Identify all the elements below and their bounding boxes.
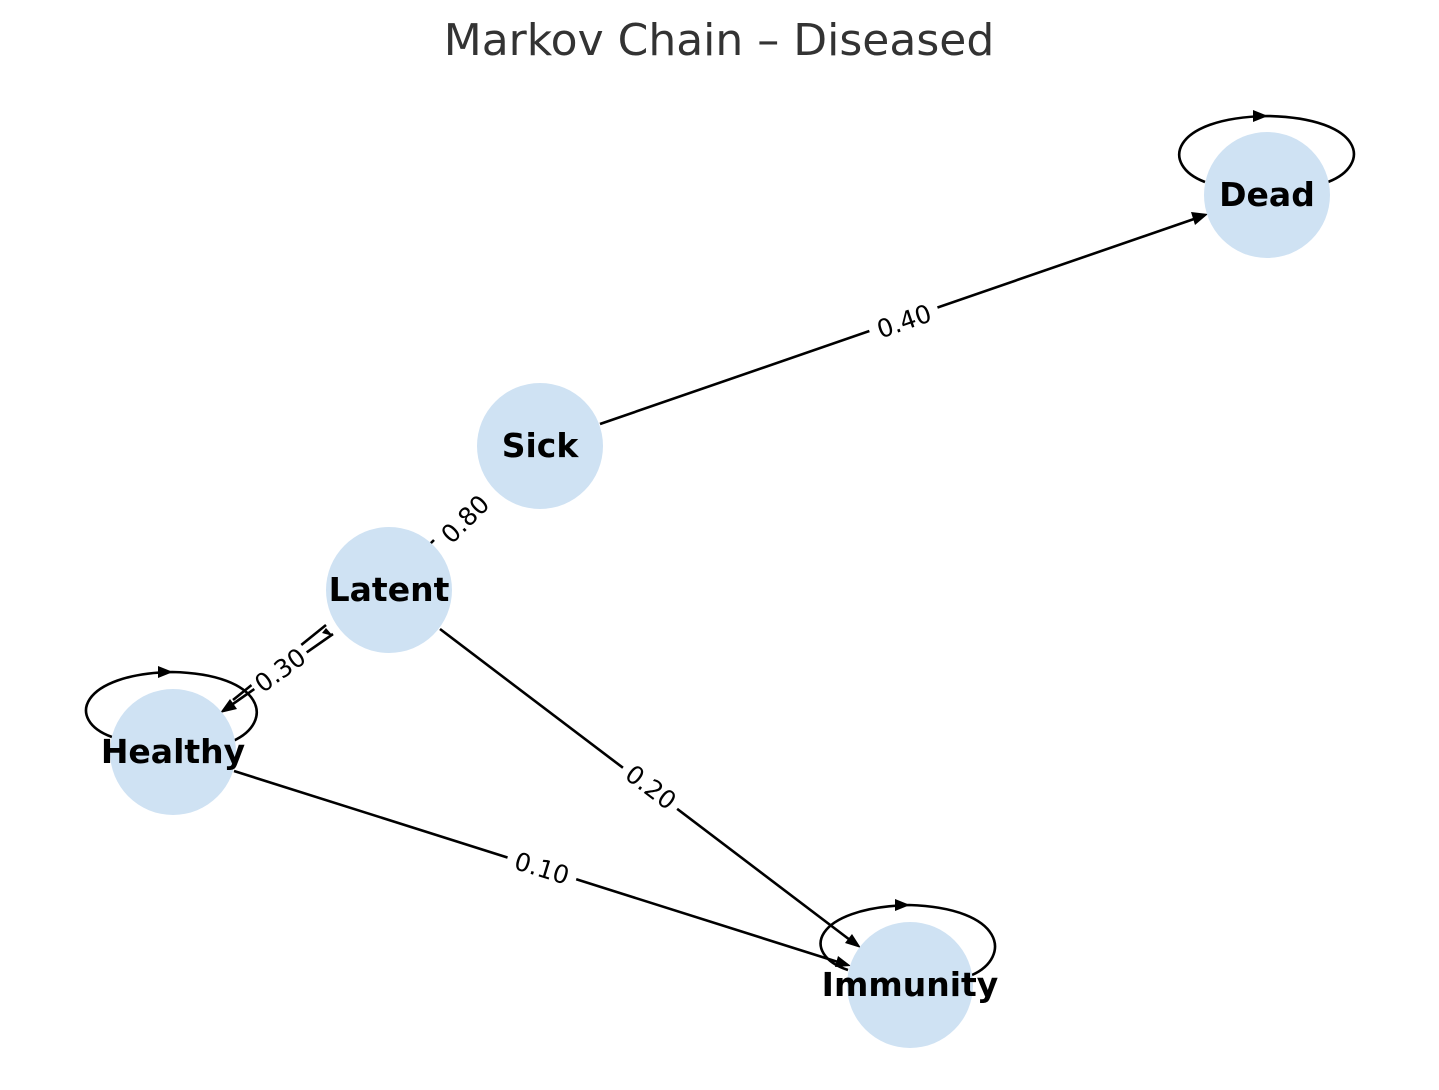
- diagram-title: Markov Chain – Diseased: [444, 15, 995, 66]
- node-sick-circle: [477, 383, 603, 509]
- edge-immunity-self-loop: [819, 899, 997, 977]
- node-healthy-label: Healthy: [101, 732, 245, 771]
- node-immunity-label: Immunity: [822, 965, 999, 1004]
- node-latent-circle: [326, 527, 452, 653]
- node-sick-label: Sick: [502, 426, 580, 465]
- node-immunity: Immunity: [822, 922, 999, 1048]
- edge-healthy-self-loop: [84, 666, 258, 743]
- node-healthy-circle: [110, 689, 236, 815]
- node-latent-label: Latent: [329, 570, 450, 609]
- node-latent: Latent: [326, 527, 452, 653]
- node-immunity-circle: [847, 922, 973, 1048]
- node-healthy: Healthy: [101, 689, 245, 815]
- edge-dead-self-loop: [1177, 110, 1356, 184]
- node-sick: Sick: [477, 383, 603, 509]
- node-dead: Dead: [1204, 132, 1330, 258]
- node-dead-label: Dead: [1219, 175, 1315, 214]
- node-dead-circle: [1204, 132, 1330, 258]
